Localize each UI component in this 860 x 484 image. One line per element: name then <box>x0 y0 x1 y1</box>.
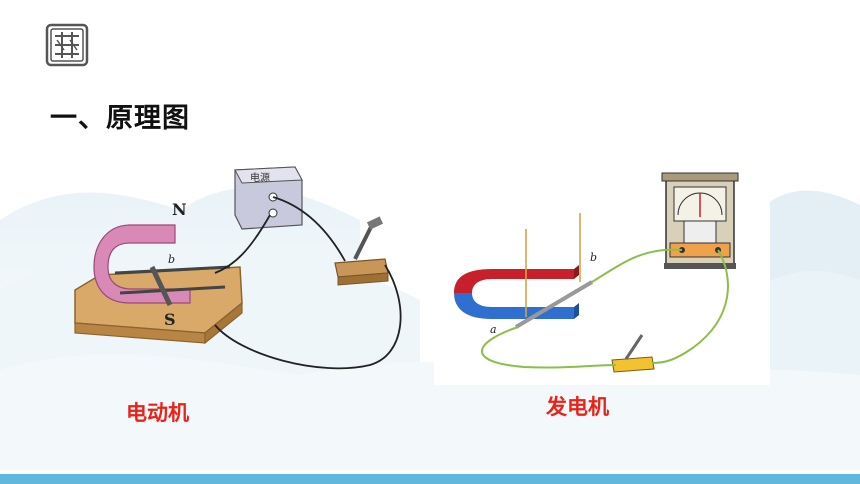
conductor-rod <box>514 280 594 329</box>
rod-label: b <box>168 253 175 266</box>
caption-motor: 电动机 <box>126 401 189 425</box>
battery-label: 电源 <box>250 171 270 184</box>
pole-n-label: N <box>172 200 187 219</box>
rod-end-b-label: b <box>590 251 597 264</box>
knife-switch <box>611 356 655 373</box>
caption-generator: 发电机 <box>546 395 609 419</box>
motor-diagram: N S b 电源 <box>74 166 402 370</box>
generator-diagram: a b <box>434 157 770 385</box>
u-magnet <box>93 224 191 304</box>
magnet-south <box>454 293 574 319</box>
page-title: 一、原理图 <box>50 103 190 134</box>
footer-bar <box>0 474 860 484</box>
magnet-north <box>454 269 574 293</box>
pole-s-label: S <box>164 310 176 329</box>
conductor-rod <box>149 265 173 307</box>
seal-logo-icon <box>45 23 89 67</box>
rod-end-a-label: a <box>490 323 497 336</box>
